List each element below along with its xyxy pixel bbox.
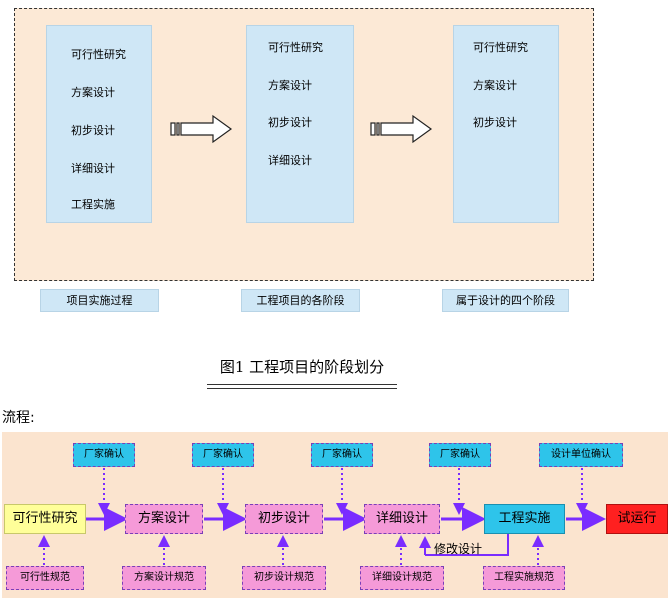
step-trial-run: 试运行 [606, 504, 668, 534]
block-arrow-2 [370, 114, 433, 144]
caption-project-process: 项目实施过程 [40, 289, 159, 312]
norm-box: 初步设计规范 [242, 566, 326, 590]
stage-column-design: 可行性研究 方案设计 初步设计 [453, 25, 559, 223]
confirm-box: 厂家确认 [73, 443, 135, 467]
confirm-box: 厂家确认 [311, 443, 373, 467]
step-preliminary-design: 初步设计 [245, 504, 323, 534]
step-scheme-design: 方案设计 [125, 504, 203, 534]
revise-loop [419, 534, 509, 556]
step-feasibility: 可行性研究 [4, 504, 86, 534]
step-detailed-design: 详细设计 [364, 504, 440, 534]
norm-box: 方案设计规范 [122, 566, 206, 590]
caption-design-phases: 属于设计的四个阶段 [442, 289, 569, 312]
stage-item: 可行性研究 [71, 48, 126, 61]
step-implementation: 工程实施 [484, 504, 565, 534]
stage-item: 工程实施 [71, 198, 115, 211]
figure-title: 图1 工程项目的阶段划分 [219, 358, 385, 376]
stage-item: 详细设计 [71, 162, 115, 175]
norm-box: 工程实施规范 [483, 566, 565, 590]
stage-column-phases: 可行性研究 方案设计 初步设计 详细设计 [246, 25, 354, 223]
stage-item: 方案设计 [71, 86, 115, 99]
stage-item: 初步设计 [268, 116, 312, 129]
norm-box: 可行性规范 [6, 566, 84, 590]
title-underline [207, 384, 397, 385]
stage-item: 初步设计 [473, 116, 517, 129]
block-arrow-1 [170, 114, 233, 144]
confirm-box: 设计单位确认 [539, 443, 623, 467]
norm-box: 详细设计规范 [360, 566, 444, 590]
stage-item: 初步设计 [71, 124, 115, 137]
confirm-box: 厂家确认 [429, 443, 491, 467]
stage-item: 详细设计 [268, 154, 312, 167]
flow-label: 流程: [2, 410, 35, 426]
stage-item: 可行性研究 [268, 41, 323, 54]
stage-item: 方案设计 [473, 79, 517, 92]
stage-column-project: 可行性研究 方案设计 初步设计 详细设计 工程实施 [46, 25, 152, 223]
title-underline [207, 388, 397, 389]
caption-project-phases: 工程项目的各阶段 [241, 289, 360, 312]
stage-item: 可行性研究 [473, 41, 528, 54]
confirm-box: 厂家确认 [192, 443, 254, 467]
block-arrows [170, 114, 433, 144]
revise-design-label: 修改设计 [434, 542, 483, 556]
stage-item: 方案设计 [268, 79, 312, 92]
